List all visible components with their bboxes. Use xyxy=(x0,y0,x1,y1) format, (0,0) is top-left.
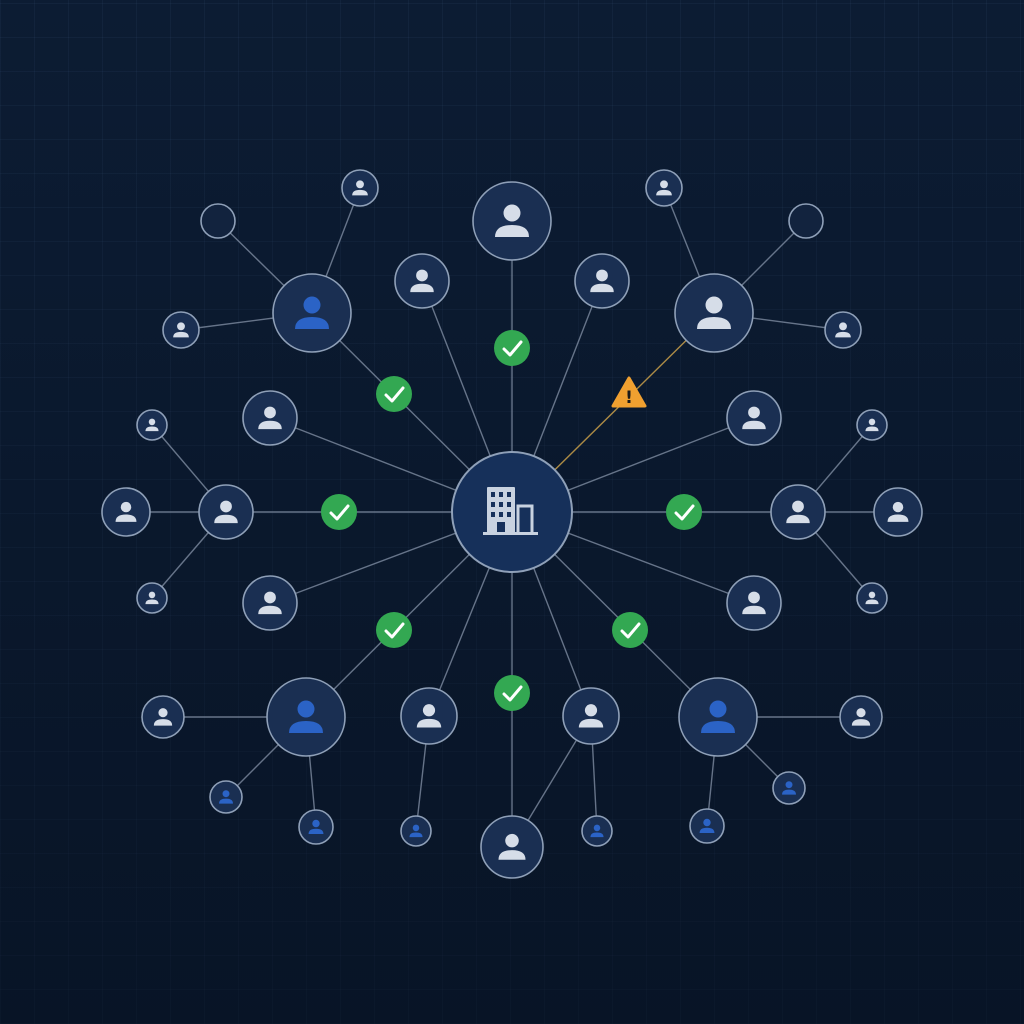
user-icon xyxy=(295,296,329,329)
node-tr-b[interactable] xyxy=(788,203,824,239)
user-icon xyxy=(865,418,879,432)
user-icon xyxy=(742,591,766,615)
user-icon xyxy=(699,818,715,833)
node-in-tl[interactable] xyxy=(394,253,450,309)
node-in-br[interactable] xyxy=(562,687,620,745)
verified-badge-check-icon xyxy=(612,612,648,648)
user-icon xyxy=(214,500,238,524)
user-icon xyxy=(153,708,173,726)
node-top[interactable] xyxy=(472,181,552,261)
node-l-c[interactable] xyxy=(136,582,168,614)
node-br-b[interactable] xyxy=(772,771,806,805)
user-icon xyxy=(656,180,672,196)
user-icon xyxy=(590,824,604,838)
user-icon xyxy=(145,418,159,432)
node-tl-c[interactable] xyxy=(162,311,200,349)
node-in-bl[interactable] xyxy=(400,687,458,745)
user-icon xyxy=(851,708,871,726)
node-mr-up[interactable] xyxy=(726,390,782,446)
node-l-b[interactable] xyxy=(101,487,151,537)
node-r-a[interactable] xyxy=(856,409,888,441)
user-icon xyxy=(115,501,137,522)
user-icon xyxy=(701,700,735,733)
node-mr-dn[interactable] xyxy=(726,575,782,631)
node-bl-a[interactable] xyxy=(141,695,185,739)
user-icon xyxy=(145,591,159,605)
user-icon xyxy=(173,322,189,338)
user-icon xyxy=(782,781,796,795)
node-br-a[interactable] xyxy=(839,695,883,739)
verified-badge-check-icon xyxy=(321,494,357,530)
node-tr-hub[interactable] xyxy=(674,273,754,353)
node-tl-a[interactable] xyxy=(341,169,379,207)
user-icon xyxy=(410,269,434,293)
user-icon xyxy=(416,704,442,728)
user-icon xyxy=(865,591,879,605)
verified-badge-check-icon xyxy=(666,494,702,530)
building-icon xyxy=(483,487,538,535)
user-icon xyxy=(352,180,368,196)
verified-badge-check-icon xyxy=(376,612,412,648)
node-br-c[interactable] xyxy=(689,808,725,844)
node-ml-up[interactable] xyxy=(242,390,298,446)
node-in-tr[interactable] xyxy=(574,253,630,309)
user-icon xyxy=(258,591,282,615)
user-icon xyxy=(835,322,851,338)
user-icon xyxy=(786,500,810,524)
warning-badge-warning-icon: ! xyxy=(611,376,647,408)
node-l-hub[interactable] xyxy=(198,484,254,540)
user-icon xyxy=(495,204,529,237)
user-icon xyxy=(219,790,233,804)
node-bl-hub[interactable] xyxy=(266,677,346,757)
node-tr-c[interactable] xyxy=(824,311,862,349)
user-icon xyxy=(308,819,324,834)
user-icon xyxy=(498,833,526,860)
node-r-hub[interactable] xyxy=(770,484,826,540)
warning-glyph: ! xyxy=(625,388,633,408)
user-icon xyxy=(578,704,604,728)
node-r-b[interactable] xyxy=(873,487,923,537)
user-icon xyxy=(258,406,282,430)
nodes xyxy=(101,169,923,879)
node-tl-b[interactable] xyxy=(200,203,236,239)
node-br-hub[interactable] xyxy=(678,677,758,757)
user-icon xyxy=(742,406,766,430)
node-r-c[interactable] xyxy=(856,582,888,614)
node-ibl-a[interactable] xyxy=(400,815,432,847)
node-ibr-a[interactable] xyxy=(581,815,613,847)
node-bl-b[interactable] xyxy=(209,780,243,814)
status-badges: ! xyxy=(321,330,702,711)
central-hub[interactable] xyxy=(451,451,573,573)
node-tr-a[interactable] xyxy=(645,169,683,207)
user-icon xyxy=(697,296,731,329)
verified-badge-check-icon xyxy=(494,330,530,366)
user-icon xyxy=(289,700,323,733)
user-icon xyxy=(887,501,909,522)
node-tl-hub[interactable] xyxy=(272,273,352,353)
verified-badge-check-icon xyxy=(494,675,530,711)
user-icon xyxy=(590,269,614,293)
node-l-a[interactable] xyxy=(136,409,168,441)
node-bottom[interactable] xyxy=(480,815,544,879)
verified-badge-check-icon xyxy=(376,376,412,412)
node-bl-c[interactable] xyxy=(298,809,334,845)
user-icon xyxy=(409,824,423,838)
node-ml-dn[interactable] xyxy=(242,575,298,631)
